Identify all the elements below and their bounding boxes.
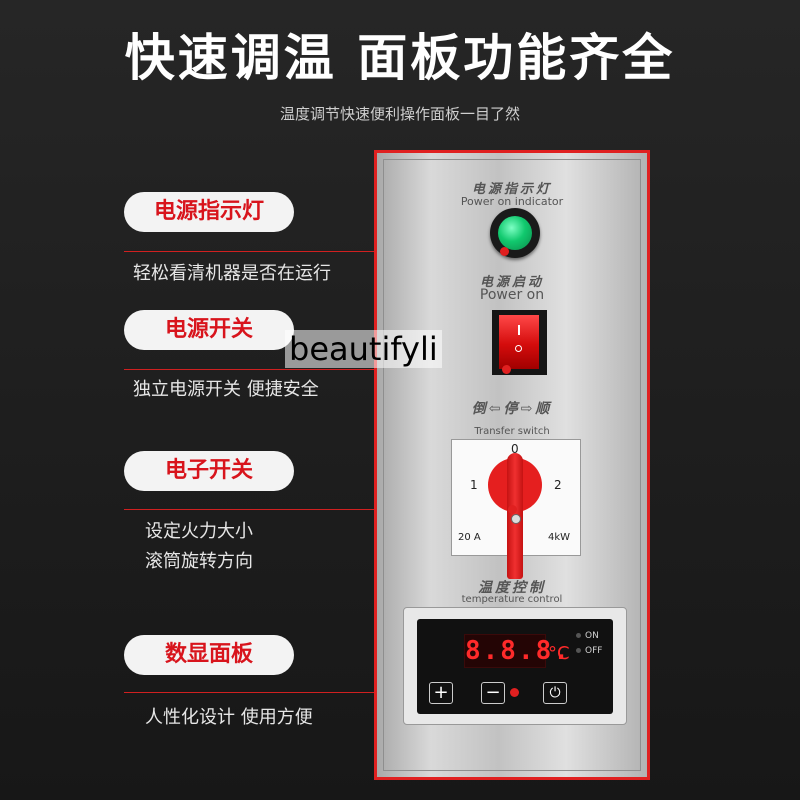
transfer-cn-label: 倒⇦停⇨顺	[471, 401, 553, 417]
dial-mark-2: 2	[554, 478, 562, 492]
page-subtitle: 温度调节快速便利操作面板一目了然	[279, 105, 520, 123]
feature-desc-power-indicator: 轻松看清机器是否在运行	[133, 263, 331, 284]
power-on-en-label: Power on	[479, 287, 545, 303]
temp-control-cn-label: 温度控制	[478, 580, 546, 596]
feature-label-electronic-switch: 电子开关	[124, 451, 294, 491]
callout-dot-digital	[510, 688, 519, 697]
watermark-text: beautifyli	[285, 330, 442, 368]
power-indicator-light	[490, 208, 540, 258]
page-title: 快速调温 面板功能齐全	[124, 29, 676, 87]
temperature-readout: 8.8.8.	[464, 634, 571, 668]
on-mark-icon	[518, 325, 520, 335]
feature-desc-digital-panel: 人性化设计 使用方便	[145, 707, 313, 728]
dial-mark-1: 1	[470, 478, 478, 492]
decrease-button[interactable]: −	[481, 682, 505, 704]
power-on-cn-label: 电源启动	[479, 275, 544, 290]
rocker-button[interactable]	[499, 315, 539, 369]
control-panel: 电源指示灯 Power on indicator 电源启动 Power on 倒…	[374, 150, 650, 780]
off-indicator: OFF	[576, 646, 602, 656]
callout-dot-indicator	[500, 247, 509, 256]
on-indicator: ON	[576, 631, 599, 641]
feature-desc-power-switch: 独立电源开关 便捷安全	[133, 379, 319, 400]
knob-screw-icon	[511, 514, 521, 524]
feature-desc-electronic-switch-2: 滚筒旋转方向	[145, 551, 253, 572]
temp-control-en-label: temperature control	[461, 594, 563, 605]
power-rocker-switch[interactable]	[492, 310, 547, 375]
dial-current-rating: 20 A	[458, 532, 481, 543]
callout-line-indicator	[124, 251, 504, 252]
feature-desc-electronic-switch-1: 设定火力大小	[145, 521, 253, 542]
power-indicator-en-label: Power on indicator	[460, 195, 564, 208]
feature-label-power-indicator: 电源指示灯	[124, 192, 294, 232]
dial-power-rating: 4kW	[548, 532, 571, 543]
callout-dot-switch	[502, 365, 511, 374]
panel-border	[383, 159, 641, 771]
transfer-en-label: Transfer switch	[474, 426, 550, 437]
off-mark-icon	[515, 345, 522, 352]
feature-label-power-switch: 电源开关	[124, 310, 294, 350]
callout-line-switch	[124, 369, 506, 370]
power-button[interactable]: ⏻	[543, 682, 567, 704]
callout-line-electronic	[124, 509, 512, 510]
dial-mark-0: 0	[511, 442, 519, 456]
feature-label-digital-panel: 数显面板	[124, 635, 294, 675]
power-indicator-cn-label: 电源指示灯	[471, 182, 552, 197]
thermostat-display-panel: 8.8.8. °C ON OFF + − ⏻	[417, 619, 613, 714]
celsius-unit: °C	[548, 643, 570, 664]
callout-line-digital	[124, 692, 514, 693]
callout-dot-electronic	[508, 505, 517, 514]
increase-button[interactable]: +	[429, 682, 453, 704]
indicator-lamp-icon	[498, 216, 532, 250]
